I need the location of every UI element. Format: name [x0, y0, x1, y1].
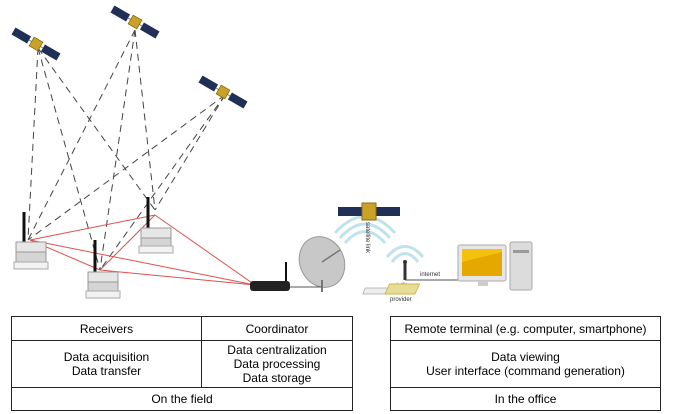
terminal-task-interface: User interface (command generation) [426, 364, 625, 378]
terminal-task-viewing: Data viewing [491, 350, 560, 364]
receiver-3-icon [138, 197, 174, 254]
provider-label-line3: provider [390, 297, 412, 303]
relay-satellite-icon [338, 202, 400, 221]
field-footer: On the field [11, 387, 353, 411]
coordinator-task-processing: Data processing [233, 357, 321, 371]
receivers-task-acquisition: Data acquisition [63, 350, 150, 364]
receiver-link-lines [29, 214, 256, 286]
receivers-tasks: Data acquisition Data transfer [11, 340, 202, 388]
office-footer: In the office [390, 387, 661, 411]
terminal-tasks: Data viewing User interface (command gen… [390, 340, 661, 388]
coordinator-modem-icon [250, 262, 305, 291]
satellite-dish-icon [298, 236, 346, 292]
receiver-1-icon [13, 212, 49, 270]
satellite-2-icon [110, 5, 160, 39]
satellite-3-icon [198, 75, 248, 109]
satellite-1-icon [11, 27, 61, 61]
coordinator-task-centralization: Data centralization [227, 343, 327, 357]
receivers-header: Receivers [11, 316, 202, 341]
coordinator-header: Coordinator [201, 316, 353, 341]
internet-label: internet [420, 272, 440, 278]
provider-tower-icon [385, 245, 425, 280]
satellite-ray-lines [27, 29, 226, 271]
coordinator-task-storage: Data storage [242, 371, 312, 385]
receiver-2-icon [85, 240, 121, 299]
satellite-link-label: satellite link [364, 222, 370, 254]
coordinator-tasks: Data centralization Data processing Data… [201, 340, 353, 388]
terminal-header: Remote terminal (e.g. computer, smartpho… [390, 316, 661, 341]
field-table: Receivers Coordinator Data acquisition D… [11, 316, 353, 411]
receivers-task-transfer: Data transfer [71, 364, 142, 378]
computer-icon [362, 241, 533, 295]
office-table: Remote terminal (e.g. computer, smartpho… [390, 316, 661, 411]
